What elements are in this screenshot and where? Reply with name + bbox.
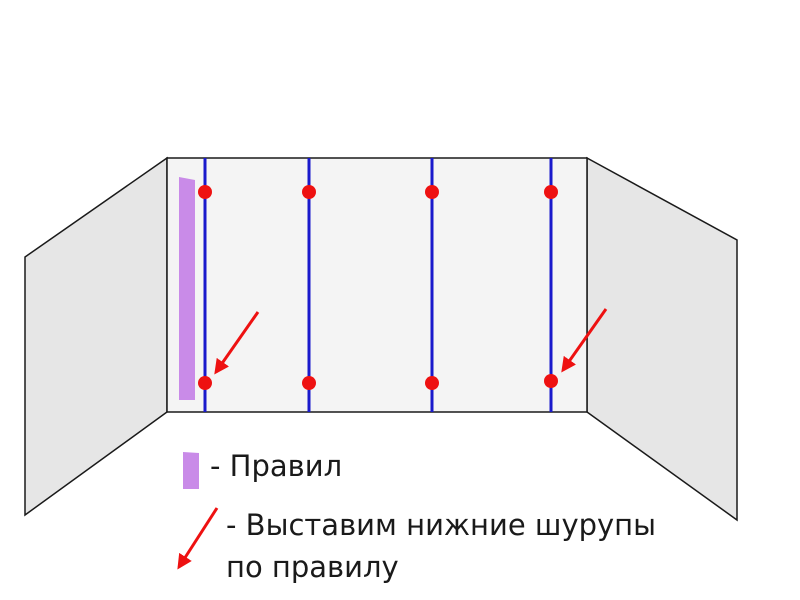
legend-arrow-icon (177, 507, 219, 570)
screw-dot (544, 185, 558, 199)
legend-arrow-label-line1: - Выставим нижние шурупы (226, 508, 657, 542)
screw-dot (198, 376, 212, 390)
rule-bar (179, 177, 195, 400)
screw-dot (544, 374, 558, 388)
back-wall (166, 157, 588, 413)
legend-rule-label: - Правил (210, 449, 343, 483)
screw-dot (425, 376, 439, 390)
pointer-arrow (214, 311, 260, 375)
screw-dot (425, 185, 439, 199)
screw-dot (302, 376, 316, 390)
right-side-wall (586, 156, 738, 522)
legend-rule-icon (183, 452, 199, 489)
screw-dot (198, 185, 212, 199)
left-side-wall (24, 156, 168, 517)
pointer-arrow (561, 308, 608, 373)
legend-arrow-label-line2: по правилу (226, 550, 399, 584)
screw-dot (302, 185, 316, 199)
